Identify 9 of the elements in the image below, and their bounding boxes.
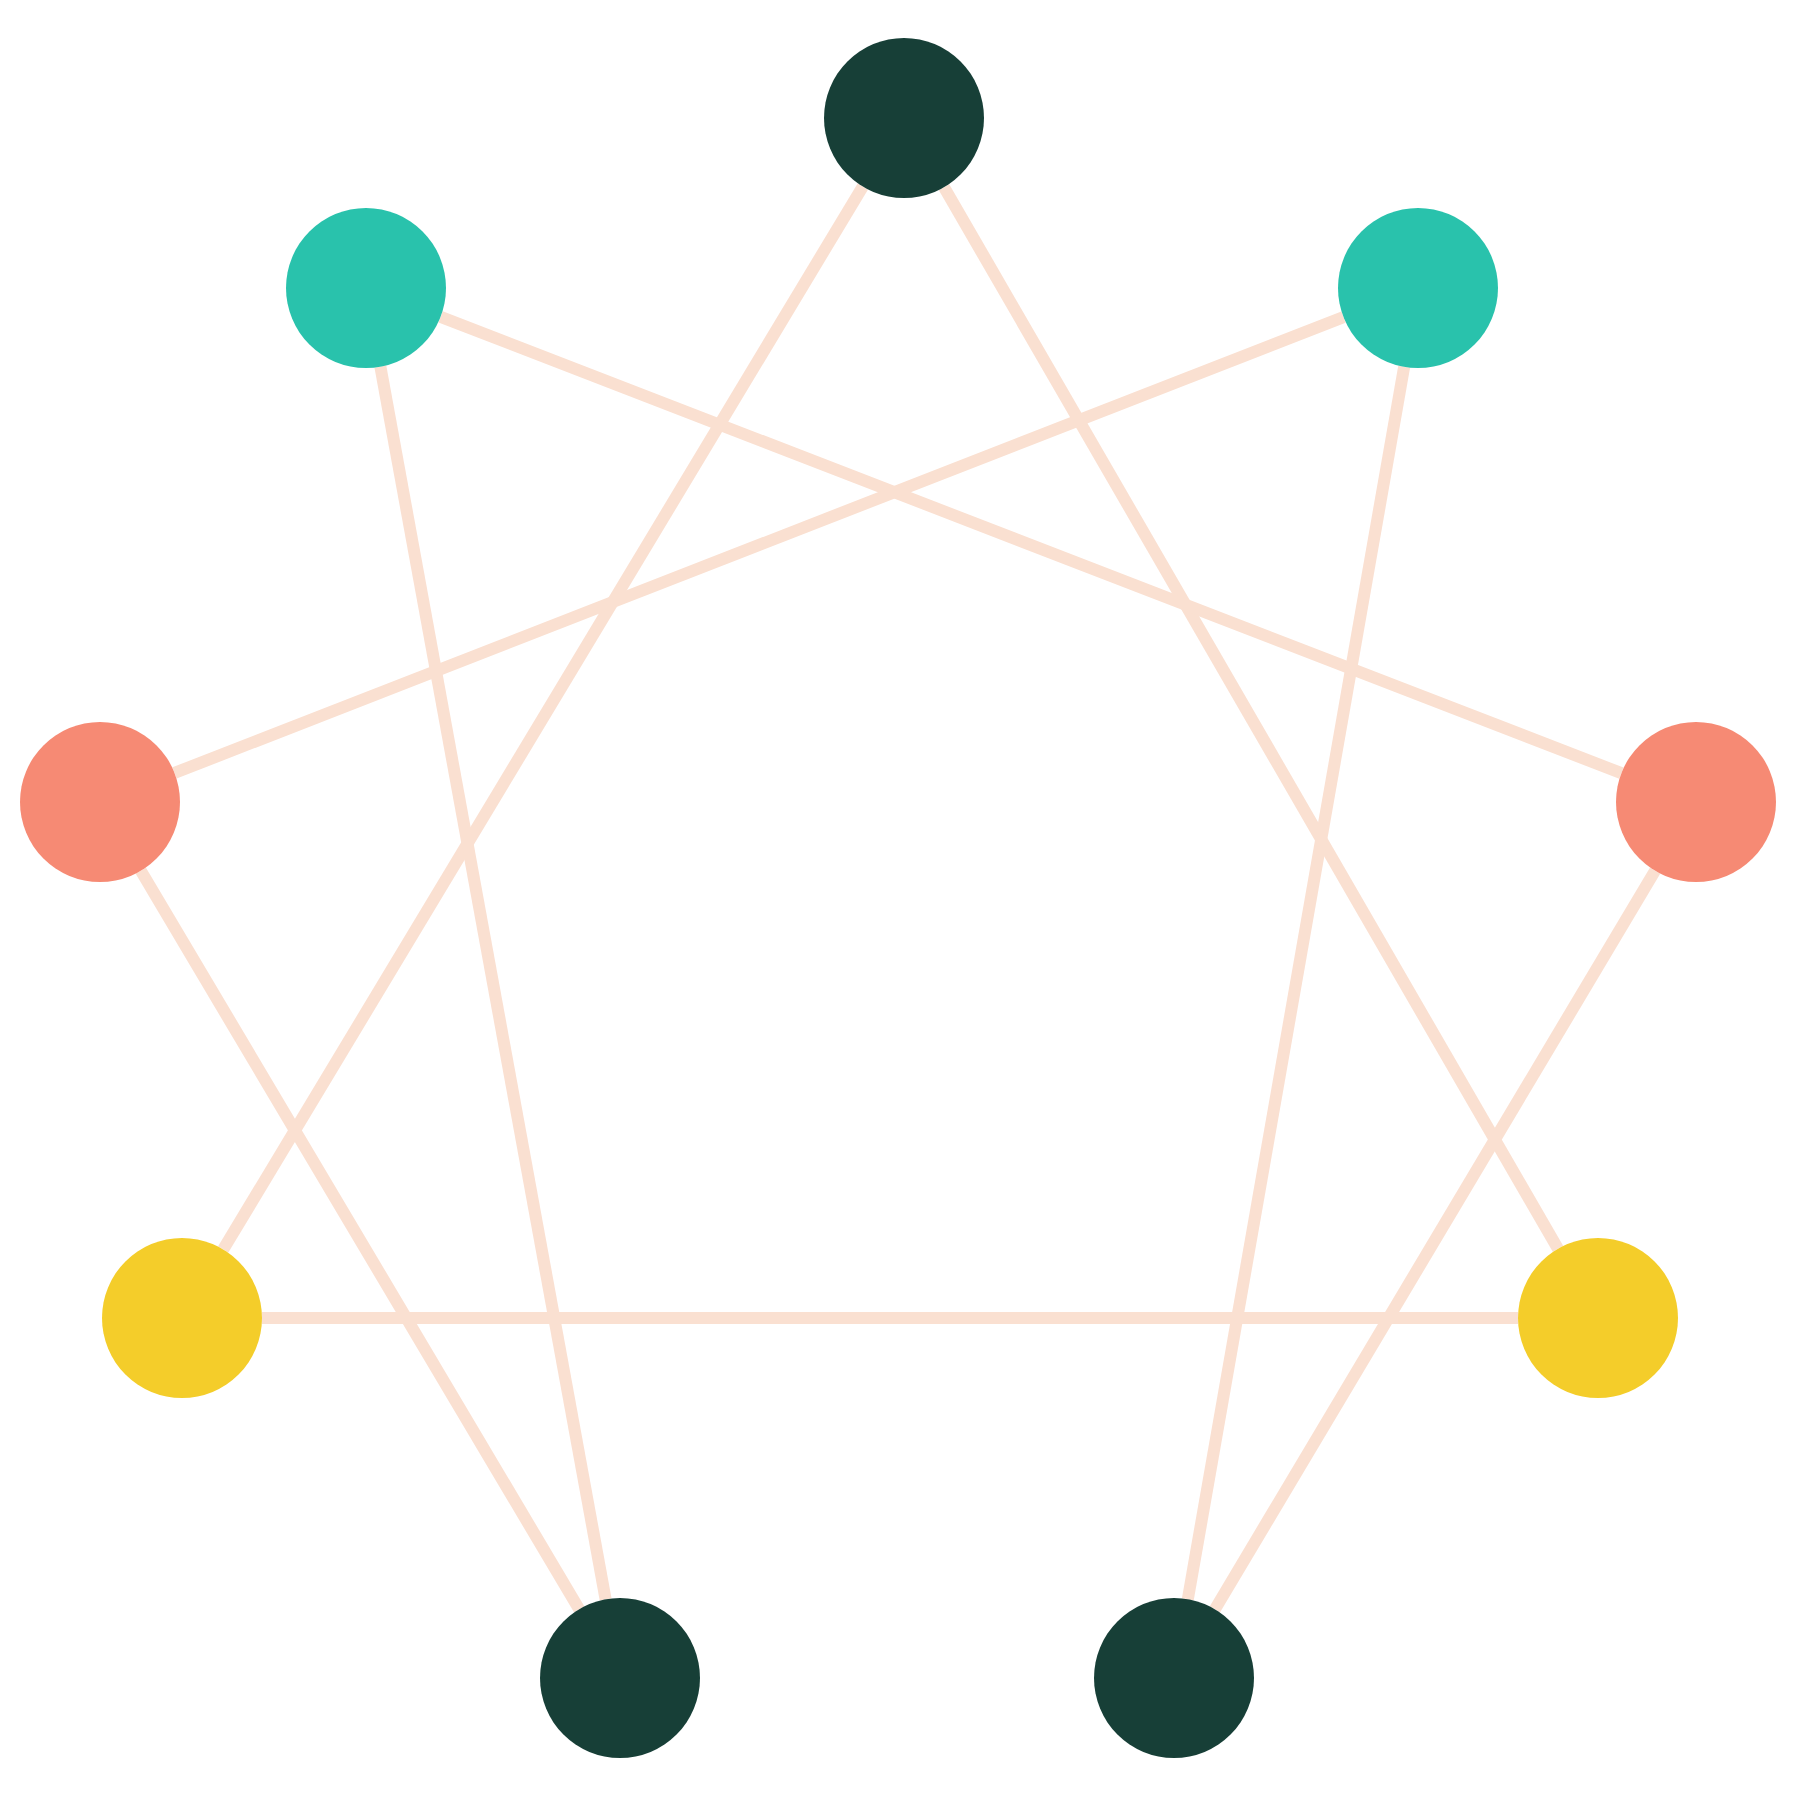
connector-line [938,184,1564,1252]
connector-line [1181,365,1411,1601]
connector-line [374,365,612,1601]
connector-line [1209,867,1661,1613]
connector-line [172,311,1346,779]
connector-line [135,867,585,1613]
connector-line [438,311,1624,779]
connector-line [218,183,868,1253]
connector-line [262,1312,1518,1324]
